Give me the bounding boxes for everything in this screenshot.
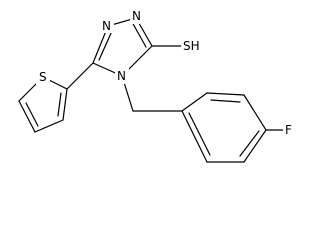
bond-th-c3-c2-double (57, 92, 62, 117)
bond-th-c5-c4 (18, 100, 36, 133)
bond-ph-c2-c3-double (210, 99, 241, 103)
bond-th-c4-c3 (34, 119, 64, 133)
atom-n4: N (117, 69, 126, 83)
atom-n2: N (132, 9, 141, 23)
benzene-ring (181, 92, 267, 163)
bond-ph-c6-c1-double (188, 112, 211, 156)
structure-canvas: N N N SH S F (18, 9, 292, 163)
atom-sh: SH (183, 39, 200, 53)
atom-n1: N (102, 19, 111, 33)
bond-n2-c3-double (131, 21, 147, 48)
bond-ph-c6-c1 (181, 110, 208, 163)
bond-c5-n1-double (98, 30, 113, 61)
bond-th-c3-c2 (62, 88, 68, 121)
bond-ph-c3-c4 (243, 94, 267, 131)
thiophene-ring (18, 76, 68, 133)
bond-th-c4-c5-double (25, 102, 39, 127)
bond-ph-c4-c5-double (239, 130, 260, 157)
chemical-structure: N N N SH S F (18, 9, 292, 163)
atom-f: F (285, 123, 292, 137)
bond-c5-thiophene (66, 62, 94, 90)
bond-ph-c2-c3 (206, 92, 245, 96)
atom-s-thiophene: S (39, 70, 47, 84)
bond-ph-c4-c5 (243, 129, 267, 163)
bond-ph-c1-c2 (181, 92, 208, 112)
